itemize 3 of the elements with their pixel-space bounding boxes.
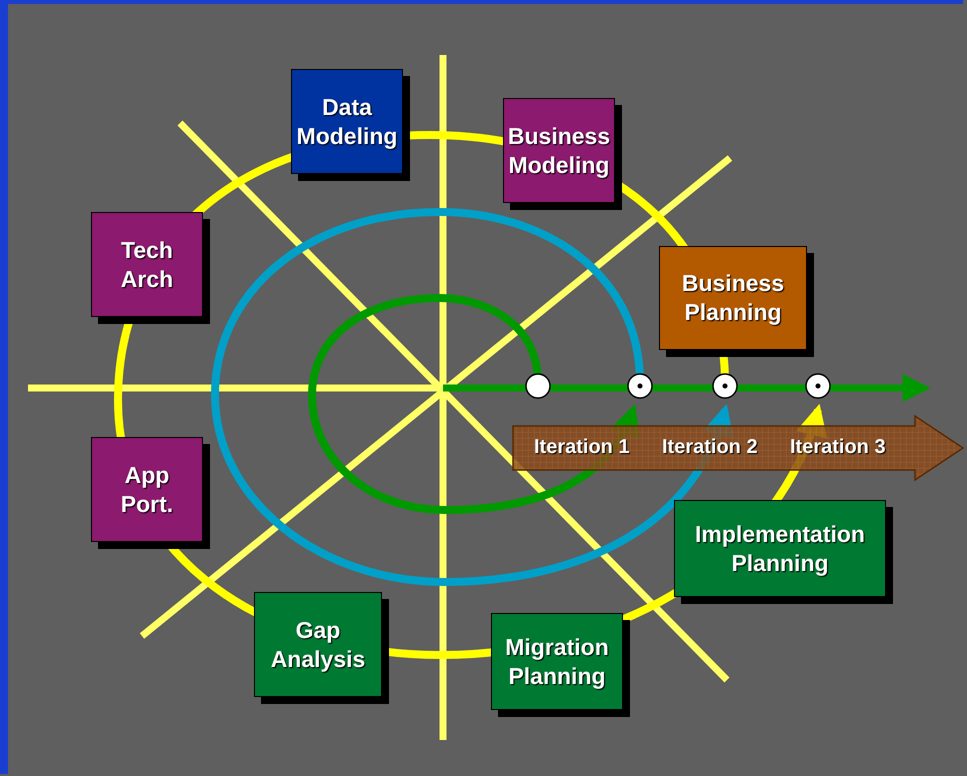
iteration-label: Iteration 3 xyxy=(790,436,886,459)
iteration-label: Iteration 1 xyxy=(534,436,630,459)
iteration-label: Iteration 2 xyxy=(662,436,758,459)
